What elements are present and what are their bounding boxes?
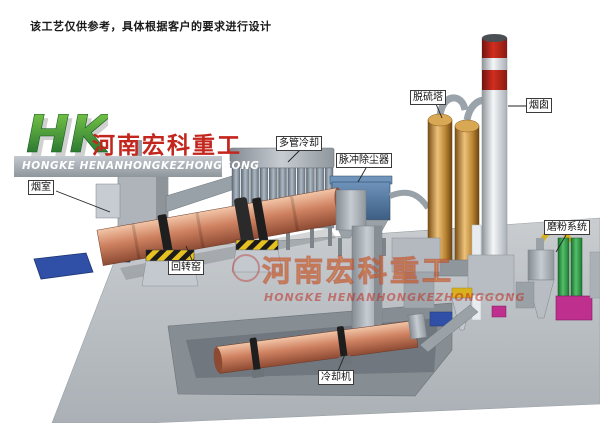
label-cooling-machine: 冷却机: [318, 370, 354, 385]
cooling-machine-graphic: [213, 313, 428, 379]
company-name-en: HONGKE HENANHONGKEZHONGGONG: [14, 156, 259, 177]
rotary-kiln-graphic: [96, 187, 383, 335]
label-smoke-chamber: 烟室: [28, 180, 54, 195]
svg-text:HK: HK: [26, 105, 108, 165]
label-grinding-system: 磨粉系统: [544, 220, 590, 235]
blue-pad: [33, 252, 94, 280]
disclaimer-text: 该工艺仅供参考，具体根据客户的要求进行设计: [30, 20, 272, 33]
label-multi-tube-cooler: 多管冷却: [276, 136, 322, 151]
label-rotary-kiln: 回转窑: [168, 260, 204, 275]
hk-monogram-icon: HK HK: [26, 105, 108, 169]
label-chimney: 烟囱: [526, 98, 552, 113]
label-pulse-dust-collector: 脉冲除尘器: [336, 153, 392, 168]
brand-logo: HK HK 河南宏科重工 HONGKE HENANHONGKEZHONGGONG: [14, 104, 259, 182]
label-desulfurization-tower: 脱硫塔: [410, 90, 446, 105]
company-name-cn: 河南宏科重工: [92, 133, 242, 159]
auxiliary-equipment-graphic: [391, 237, 507, 353]
chimney-graphic: [467, 34, 515, 321]
leader-lines: [55, 103, 567, 372]
